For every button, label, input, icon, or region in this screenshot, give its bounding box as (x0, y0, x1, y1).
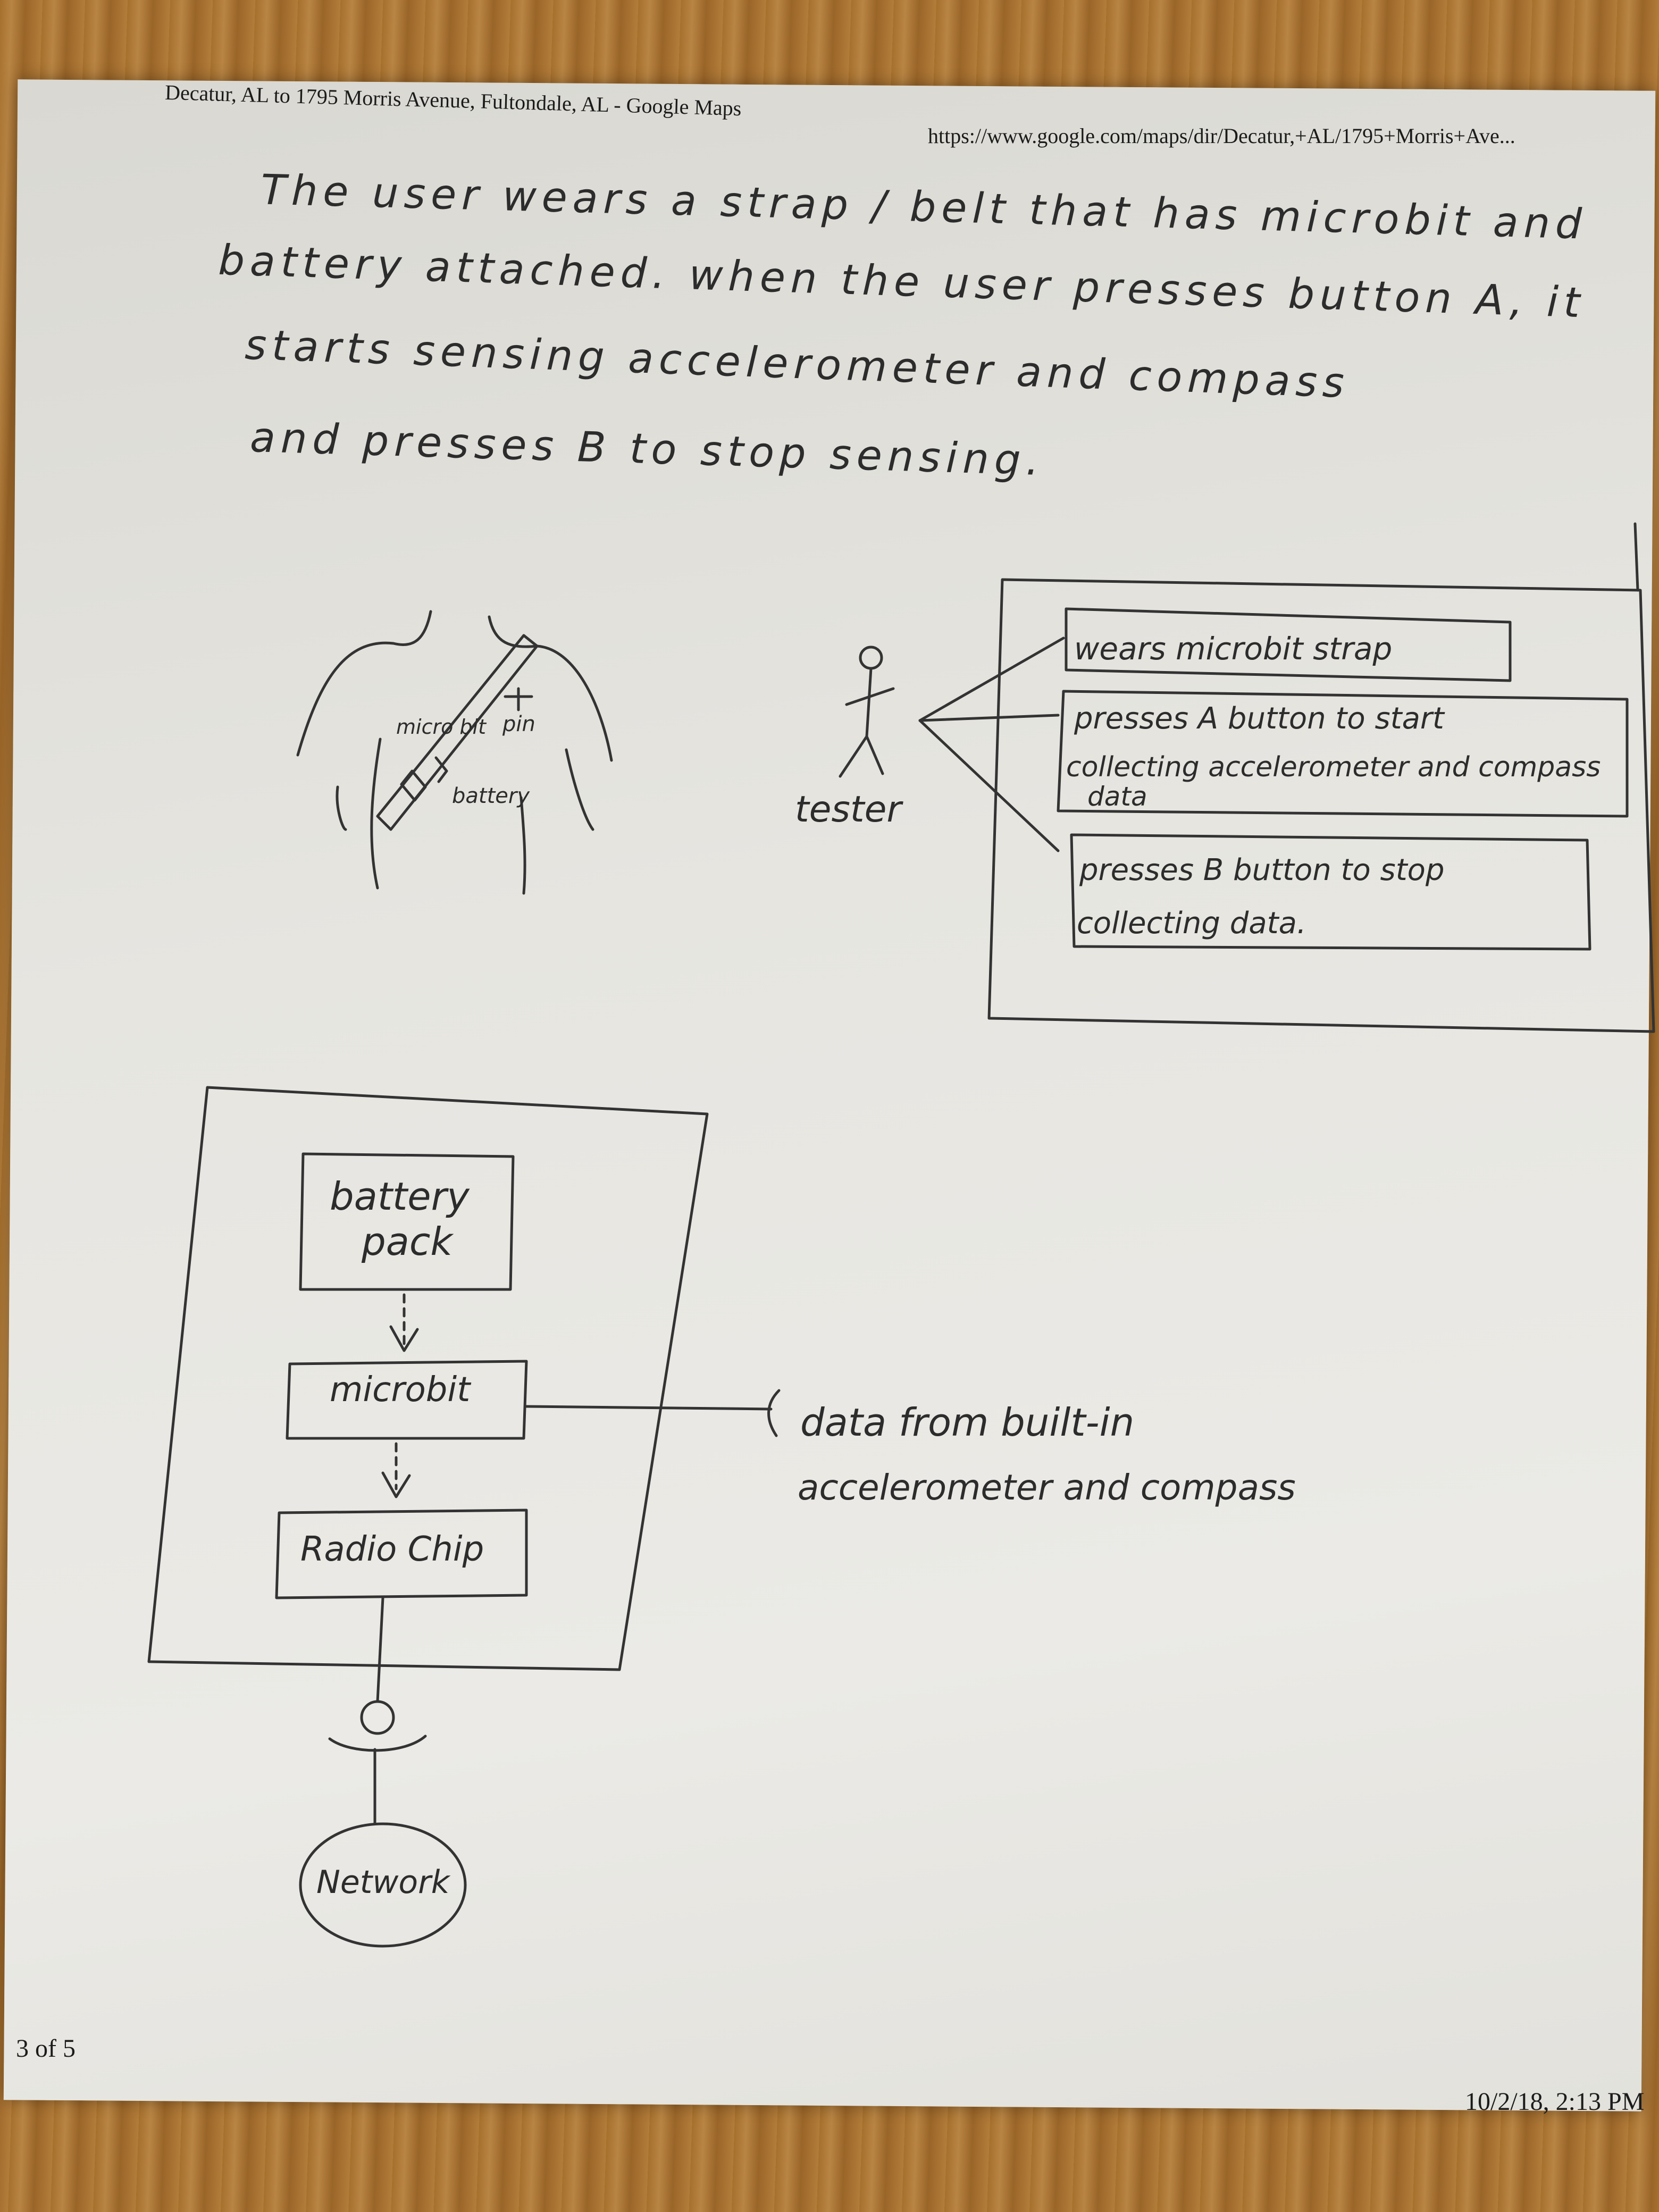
block-radio-chip (275, 1509, 528, 1599)
use-case-3-line-1: presses B button to stop (1079, 853, 1445, 887)
use-case-box-1 (1065, 607, 1512, 682)
annotation-line-1: data from built-in (800, 1400, 1134, 1445)
print-page-number: 3 of 5 (16, 2034, 76, 2063)
battery-label: battery (452, 784, 530, 808)
microbit-label: micro bit (396, 715, 487, 739)
torso-sketch (296, 610, 613, 895)
use-case-3-line-2: collecting data. (1077, 906, 1306, 941)
tester-stick-figure (839, 646, 895, 778)
annotation-line-2: accelerometer and compass (798, 1467, 1296, 1508)
use-case-2-line-1: presses A button to start (1074, 701, 1445, 736)
use-case-2-line-3: data (1087, 781, 1147, 812)
print-header-url: https://www.google.com/maps/dir/Decatur,… (928, 124, 1515, 148)
system-container (147, 1086, 709, 1671)
use-case-2-line-2: collecting accelerometer and compass (1066, 751, 1601, 783)
block-microbit (286, 1360, 528, 1440)
network-text: Network (316, 1864, 451, 1901)
network-node (299, 1822, 467, 1948)
pin-label: pin (502, 712, 535, 736)
battery-pack-text-1: battery (330, 1174, 470, 1219)
actor-label: tester (795, 789, 903, 831)
battery-pack-text-2: pack (361, 1219, 454, 1264)
use-case-1-text: wears microbit strap (1074, 631, 1392, 667)
block-battery-pack (299, 1152, 515, 1291)
microbit-block-text: microbit (330, 1370, 472, 1410)
use-case-box-3 (1070, 833, 1591, 951)
use-case-boundary (987, 578, 1655, 1033)
use-case-box-2 (1057, 690, 1629, 818)
print-timestamp: 10/2/18, 2:13 PM (1465, 2088, 1645, 2116)
radio-chip-block-text: Radio Chip (300, 1530, 484, 1569)
